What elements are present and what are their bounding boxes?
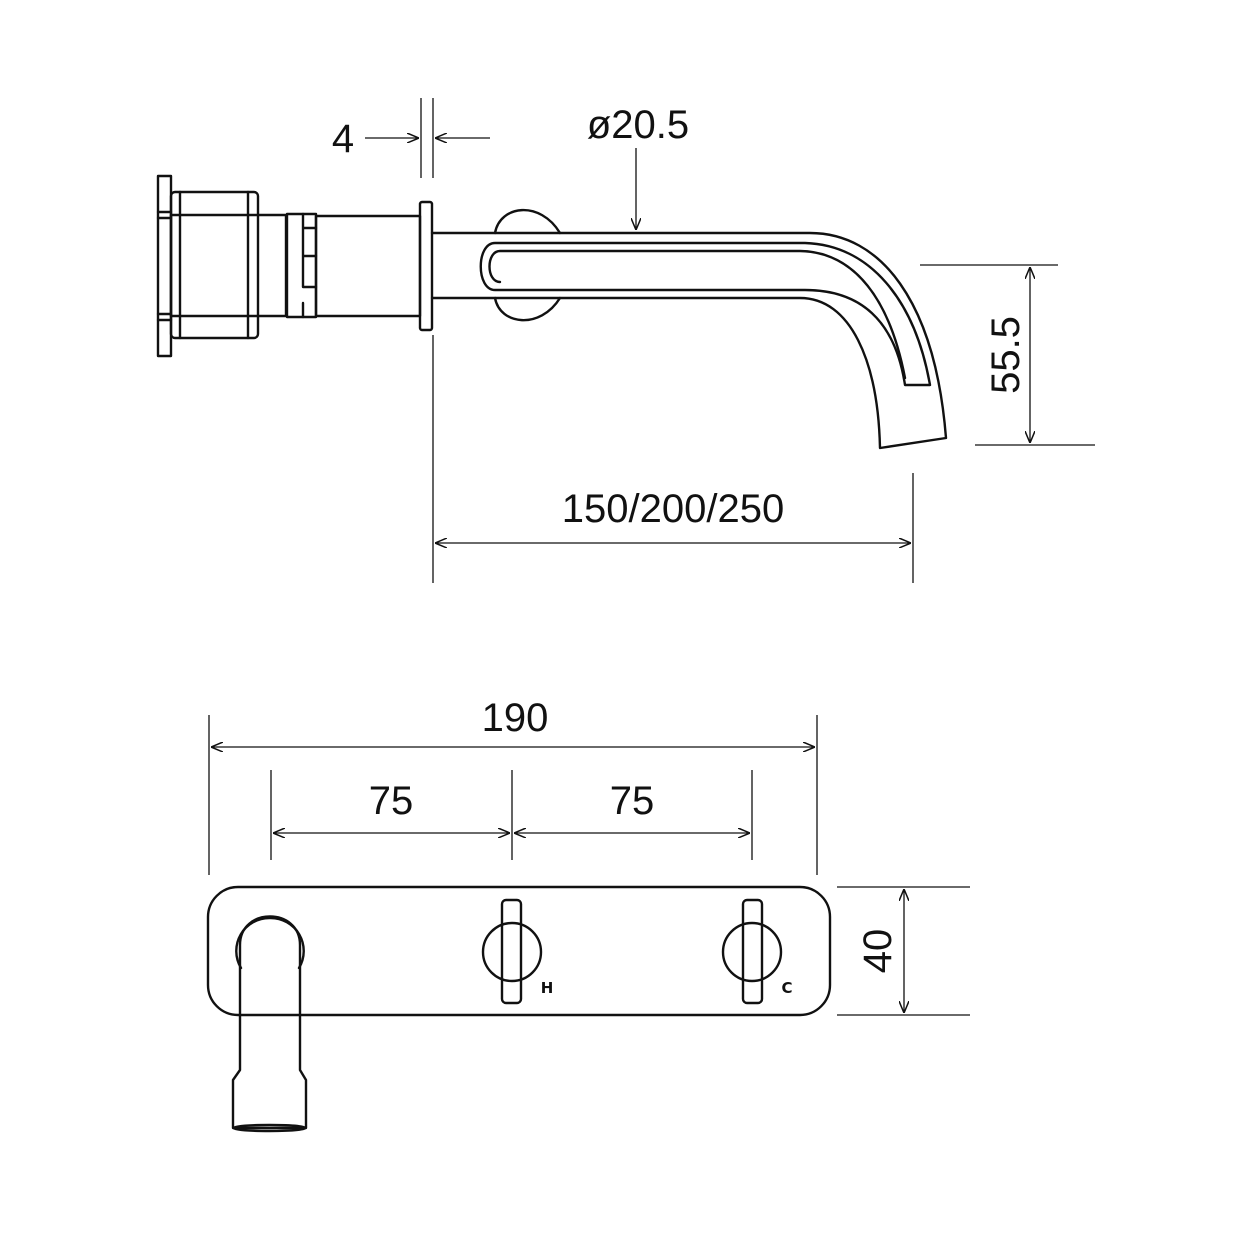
spout-diameter-label: ø20.5 (587, 103, 689, 147)
side-view: 4 ø20.5 55.5 150/200/250 (156, 98, 1095, 583)
dim-spout-diameter: ø20.5 (587, 103, 689, 230)
dim-centres: 75 75 (270, 770, 753, 860)
dim-spout-height: 55.5 (920, 264, 1095, 446)
cold-handle: C (721, 898, 793, 1005)
spout-front (231, 915, 308, 1133)
spout-side (430, 208, 948, 450)
dim-spout-reach: 150/200/250 (432, 335, 914, 583)
centre-right-label: 75 (610, 779, 655, 823)
plate-thickness-label: 4 (332, 117, 354, 161)
wall-body (156, 174, 434, 358)
plate-height-label: 40 (856, 929, 900, 974)
hot-handle: H (481, 898, 554, 1005)
wall-plate (206, 885, 832, 1017)
centre-left-label: 75 (369, 779, 414, 823)
spout-height-label: 55.5 (984, 316, 1028, 394)
dim-overall-width: 190 (208, 696, 818, 875)
front-view: 190 75 75 H C 40 (206, 696, 970, 1133)
overall-width-label: 190 (482, 696, 549, 740)
hot-label: H (541, 979, 554, 997)
cold-label: C (781, 979, 792, 997)
spout-reach-label: 150/200/250 (562, 487, 784, 531)
dim-plate-height: 40 (837, 886, 970, 1016)
dim-plate-thickness: 4 (332, 98, 490, 178)
